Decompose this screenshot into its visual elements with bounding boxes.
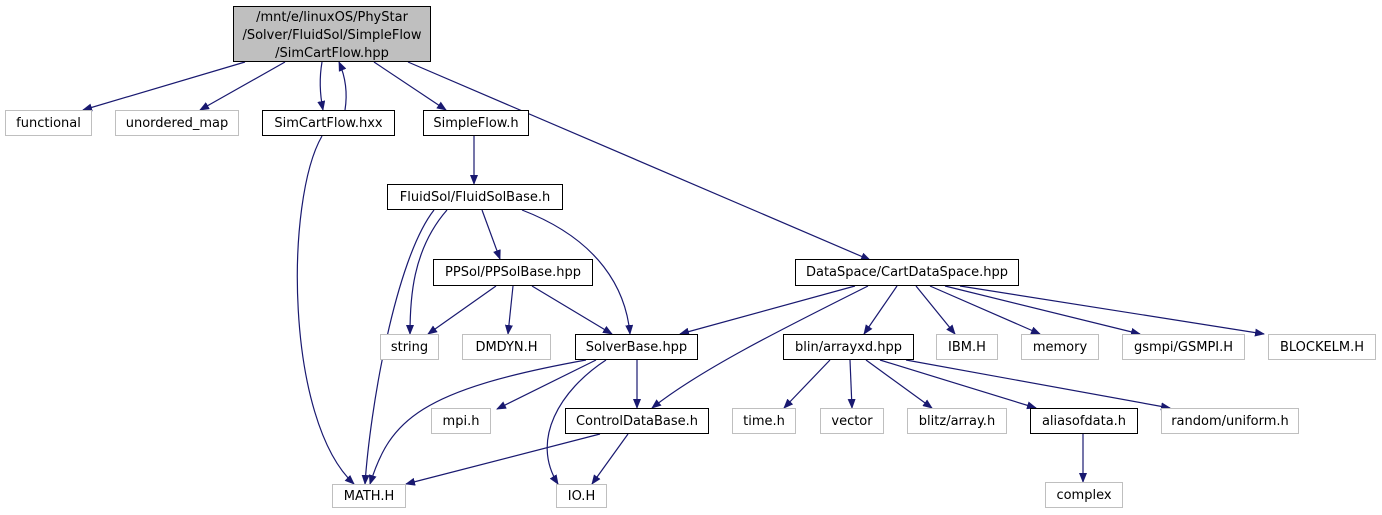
node-label: aliasofdata.h	[1041, 413, 1127, 429]
edge-arrayxd-time	[783, 359, 831, 409]
edge-arrayxd-vector	[847, 359, 856, 409]
node-memory: memory	[1021, 334, 1099, 360]
node-simpleflow-h[interactable]: SimpleFlow.h	[423, 110, 529, 136]
node-controldatabase-h[interactable]: ControlDataBase.h	[565, 408, 709, 434]
node-ppsolbase-hpp[interactable]: PPSol/PPSolBase.hpp	[433, 259, 593, 286]
node-label: mpi.h	[442, 413, 480, 429]
root-line-3: /SimCartFlow.hpp	[275, 46, 389, 61]
root-line-2: /Solver/FluidSol/SimpleFlow	[242, 28, 422, 43]
node-label: ControlDataBase.h	[575, 413, 699, 429]
node-solverbase-hpp[interactable]: SolverBase.hpp	[575, 334, 698, 360]
node-math-h: MATH.H	[332, 484, 406, 508]
node-label: MATH.H	[343, 488, 395, 504]
node-random-uniform-h: random/uniform.h	[1161, 408, 1299, 434]
node-ibm-h: IBM.H	[936, 334, 998, 360]
node-io-h: IO.H	[556, 484, 607, 508]
node-label: SimCartFlow.hxx	[274, 115, 383, 131]
edge-cartdataspace-arrayxd	[863, 285, 898, 335]
edge-cartdataspace-blockelm	[959, 285, 1265, 337]
node-label: SolverBase.hpp	[585, 339, 688, 355]
node-label: DataSpace/CartDataSpace.hpp	[805, 265, 1009, 280]
node-label: memory	[1032, 339, 1088, 355]
node-label: blin/arrayxd.hpp	[794, 339, 902, 355]
root-line-1: /mnt/e/linuxOS/PhyStar	[256, 10, 408, 25]
node-label: IBM.H	[948, 339, 986, 355]
node-complex: complex	[1045, 482, 1123, 508]
node-label: blitz/array.h	[918, 413, 996, 429]
node-arrayxd-hpp[interactable]: blin/arrayxd.hpp	[783, 334, 914, 360]
node-label: BLOCKELM.H	[1279, 339, 1365, 355]
edge-root-cartdataspace	[407, 61, 871, 261]
edge-fluidsolbase-ppsolbase	[481, 209, 501, 260]
node-label: gsmpi/GSMPI.H	[1133, 339, 1234, 355]
edge-root-functional	[82, 61, 246, 112]
node-label: DMDYN.H	[475, 339, 538, 355]
edge-simcartflow-hxx-math	[296, 135, 355, 485]
edge-cartdataspace-solverbase	[679, 285, 856, 336]
edge-fluidsolbase-solverbase	[521, 209, 634, 335]
edge-controldatabase-math	[405, 433, 601, 486]
node-vector: vector	[820, 408, 884, 434]
edge-root-simcartflow-hxx	[317, 61, 326, 111]
node-simcartflow-hxx[interactable]: SimCartFlow.hxx	[262, 110, 395, 136]
edge-ppsolbase-solverbase	[531, 285, 613, 335]
node-blockelm-h: BLOCKELM.H	[1268, 334, 1376, 360]
node-gsmpi-h: gsmpi/GSMPI.H	[1122, 334, 1245, 360]
edge-cartdataspace-memory	[929, 285, 1041, 335]
node-string: string	[380, 334, 439, 360]
edge-ppsolbase-dmdyn	[504, 285, 514, 335]
node-label: SimpleFlow.h	[433, 115, 519, 131]
edge-solverbase-io	[546, 359, 607, 485]
edge-arrayxd-random	[905, 359, 1171, 411]
node-label: vector	[831, 413, 873, 429]
node-label: functional	[16, 115, 81, 131]
node-dmdyn-h: DMDYN.H	[462, 334, 551, 360]
node-label: random/uniform.h	[1171, 413, 1289, 429]
node-label: IO.H	[567, 488, 596, 504]
edge-root-unordered-map	[199, 61, 286, 111]
edge-cartdataspace-gsmpi	[944, 285, 1141, 336]
edge-controldatabase-io	[591, 433, 629, 485]
node-cartdataspace-hpp[interactable]: DataSpace/CartDataSpace.hpp	[795, 259, 1019, 286]
edge-solverbase-math	[368, 359, 587, 485]
edge-arrayxd-blitz	[865, 359, 933, 409]
edge-cartdataspace-ibm	[915, 285, 956, 335]
node-label: PPSol/PPSolBase.hpp	[445, 265, 581, 280]
node-blitz-array-h: blitz/array.h	[907, 408, 1007, 434]
edge-fluidsolbase-string	[406, 209, 448, 335]
node-aliasofdata-h[interactable]: aliasofdata.h	[1030, 408, 1138, 434]
edge-solverbase-mpi	[496, 359, 597, 410]
edge-arrayxd-aliasofdata	[879, 359, 1037, 410]
edge-root-simpleflow	[373, 61, 447, 111]
root-node-simcartflow-hpp[interactable]: /mnt/e/linuxOS/PhyStar /Solver/FluidSol/…	[233, 6, 431, 62]
node-label: complex	[1056, 487, 1112, 503]
edge-ppsolbase-string	[427, 285, 497, 335]
node-label: time.h	[743, 413, 785, 429]
node-label: FluidSol/FluidSolBase.h	[399, 189, 551, 205]
node-label: string	[390, 339, 429, 355]
node-fluidsolbase-h[interactable]: FluidSol/FluidSolBase.h	[387, 184, 563, 210]
edge-simcartflow-hxx-root	[338, 61, 347, 111]
node-mpi-h: mpi.h	[431, 408, 491, 434]
node-time-h: time.h	[732, 408, 796, 434]
edge-cartdataspace-controldatabase	[651, 285, 869, 409]
node-functional: functional	[5, 110, 92, 136]
node-label: unordered_map	[125, 115, 229, 131]
node-unordered-map: unordered_map	[115, 110, 239, 136]
